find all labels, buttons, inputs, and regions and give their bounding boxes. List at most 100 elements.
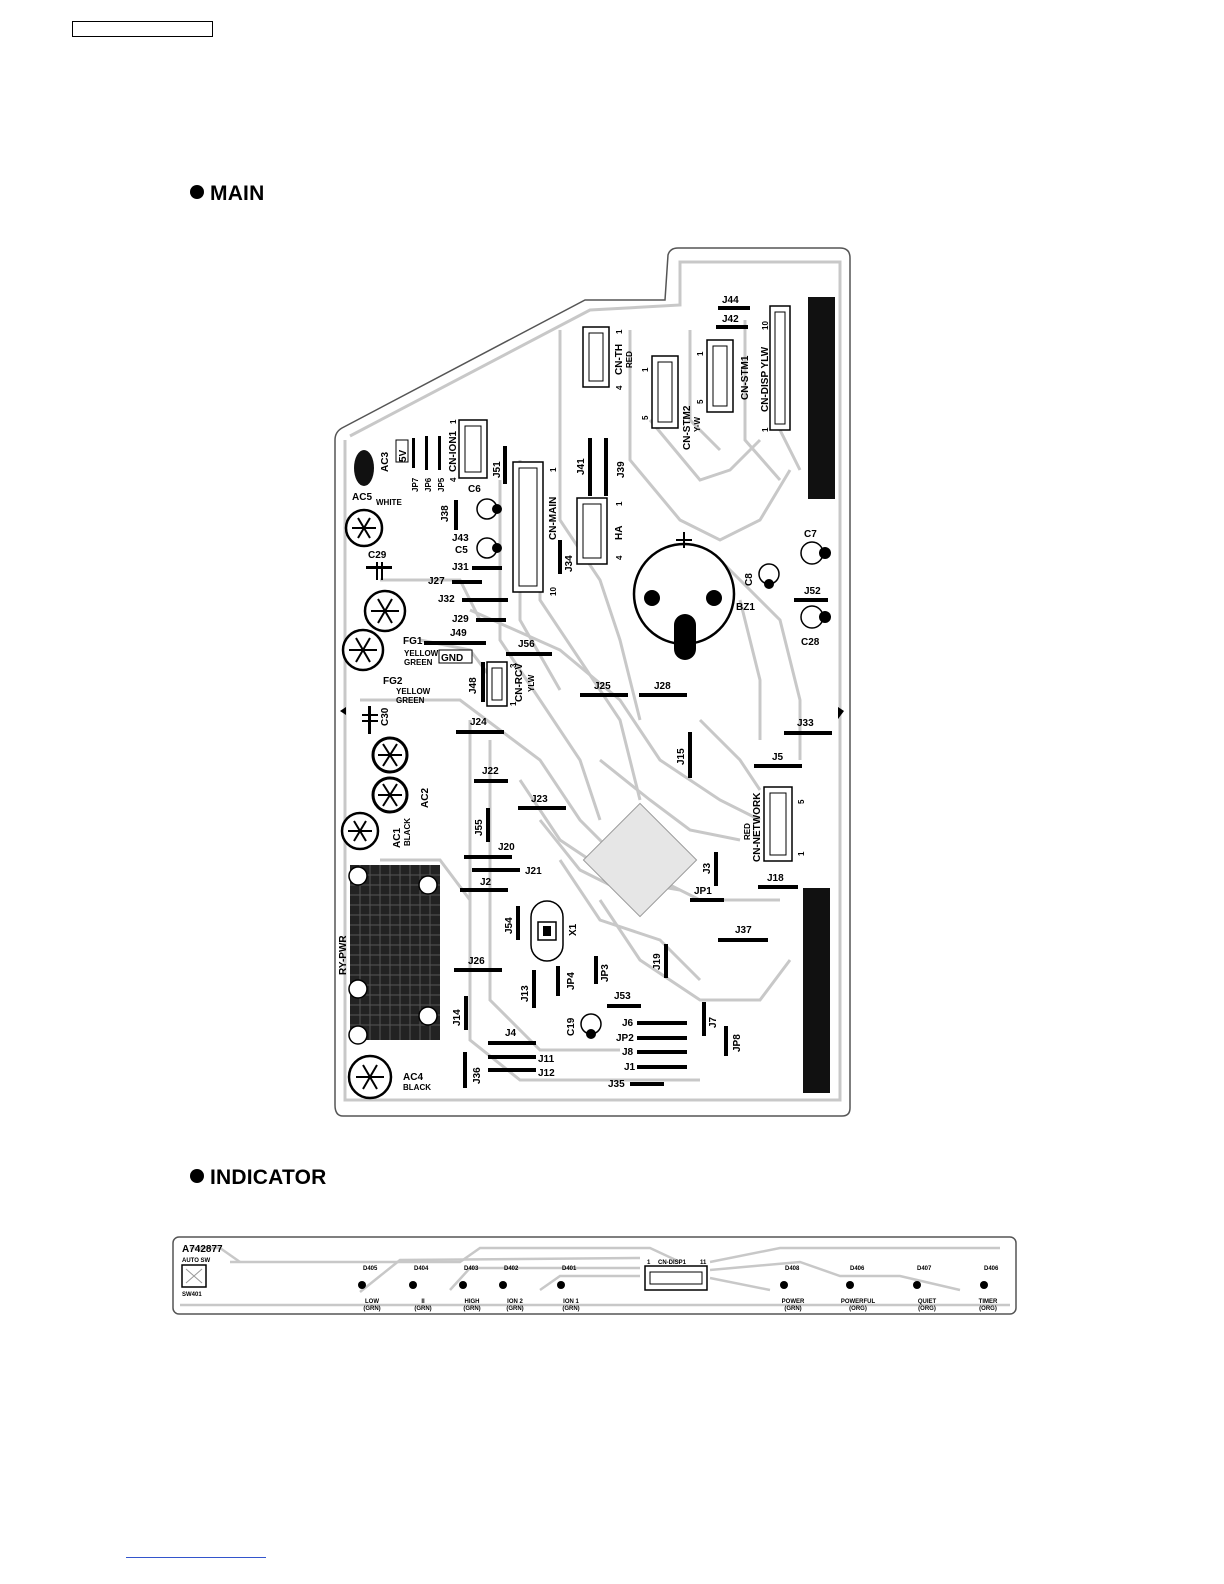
section-title-main: MAIN [190,182,264,206]
j54-label: J54 [504,917,515,934]
fg1-terminal [363,589,407,633]
led-label-d406: D406 [984,1266,999,1272]
indicator-label-name: TIMER [979,1299,998,1305]
indicator-label-name: ION 1 [563,1299,579,1305]
indicator-board-traces [180,1246,1010,1307]
j55-jumper [486,808,490,842]
edge-bar-top [808,297,835,499]
right-marker-icon [838,707,844,719]
cn-stm2-connector [651,355,679,429]
main-ic [582,802,698,918]
cn-th-pin-4: 4 [615,385,624,390]
indicator-label-name: POWERFUL [841,1299,876,1305]
j37-jumper [718,938,768,942]
c30-label: C30 [380,707,391,726]
j3-label: J3 [702,862,713,874]
led-label-d403: D403 [464,1266,479,1272]
indicator-label-name: ION 2 [507,1299,523,1305]
ry-pwr-relay [348,865,440,1045]
section-title-indicator: INDICATOR [190,1166,327,1190]
led-9 [980,1281,988,1289]
j51-jumper [503,446,507,484]
left-marker-icon [340,707,346,715]
cn-stm1-connector [706,339,734,413]
j4-label: J4 [505,1028,517,1039]
j49-jumper [424,641,486,645]
led-5 [557,1281,565,1289]
j38-jumper [454,500,458,530]
c8-pad [764,579,774,589]
indicator-label-color: (GRN) [463,1306,480,1312]
j7-jumper [702,1002,706,1036]
led-2 [409,1281,417,1289]
j27-jumper [452,580,482,584]
jp6-jumper [425,436,428,470]
j48-jumper [481,662,485,702]
cn-network-color: RED [743,823,752,840]
j1-label: J1 [624,1062,636,1073]
ac5-label: AC5 [352,492,372,503]
led-label-d406: D406 [850,1266,865,1272]
j22-label: J22 [482,766,499,777]
jp8-jumper [724,1026,728,1056]
cn-disp1-connector [644,1265,708,1291]
j37-label: J37 [735,925,752,936]
j52-label: J52 [804,586,821,597]
cn-disp-pin-1: 1 [761,427,770,432]
led-4 [499,1281,507,1289]
ha-connector [576,497,608,565]
led-3 [459,1281,467,1289]
j5-jumper [754,764,802,768]
j32-label: J32 [438,594,455,605]
j12-label: J12 [538,1068,555,1079]
bottom-link-line [126,1557,266,1558]
fg2-terminal [341,628,385,672]
j21-jumper [472,868,520,872]
led-6 [780,1281,788,1289]
cn-disp-pin-10: 10 [761,321,770,330]
ac4-terminal [347,1054,393,1100]
cn-network-pin-5: 5 [797,799,806,804]
bullet-icon [190,1169,204,1183]
j42-jumper [716,325,748,329]
c6-label: C6 [468,484,481,495]
j31-jumper [472,566,502,570]
j2-label: J2 [480,877,492,888]
j31-label: J31 [452,562,469,573]
j44-label: J44 [722,295,739,306]
j24-label: J24 [470,717,487,728]
led-label-d401: D401 [562,1266,577,1272]
j13-jumper [532,970,536,1008]
j14-jumper [464,996,468,1030]
gnd-box [438,649,473,664]
j13-label: J13 [520,985,531,1002]
cn-rcv-pin-1: 1 [509,701,518,706]
indicator-label-color: (GRN) [414,1306,431,1312]
j4b-jumper [488,1055,536,1059]
j26-label: J26 [468,956,485,967]
j8-label: J8 [622,1047,634,1058]
j48-label: J48 [468,677,479,694]
auto-sw-label: AUTO SW [182,1258,211,1264]
indicator-label-name: II [421,1299,425,1305]
j4-jumper [488,1041,536,1045]
c5-label: C5 [455,545,468,556]
jp7-label: JP7 [411,477,420,492]
cn-rcv-label: CN-RCV [514,663,525,702]
cn-network-pin-1: 1 [797,851,806,856]
jp1-label: JP1 [694,886,712,897]
j34-jumper [558,540,562,574]
j23-label: J23 [531,794,548,805]
cn-rcv-pin-3: 3 [509,663,518,668]
ry-pwr-label: RY-PWR [338,935,349,975]
indicator-label-name: LOW [365,1299,379,1305]
cn-stm2-color: Y-W [693,416,702,432]
ha-label: HA [614,526,625,540]
j11-label: J11 [538,1054,555,1065]
jp5-label: JP5 [437,477,446,492]
j11-jumper [488,1068,536,1072]
j52-jumper [794,598,828,602]
indicator-label-color: (ORG) [979,1306,997,1312]
cn-main-connector [512,461,544,593]
5v-label: 5V [398,449,409,462]
